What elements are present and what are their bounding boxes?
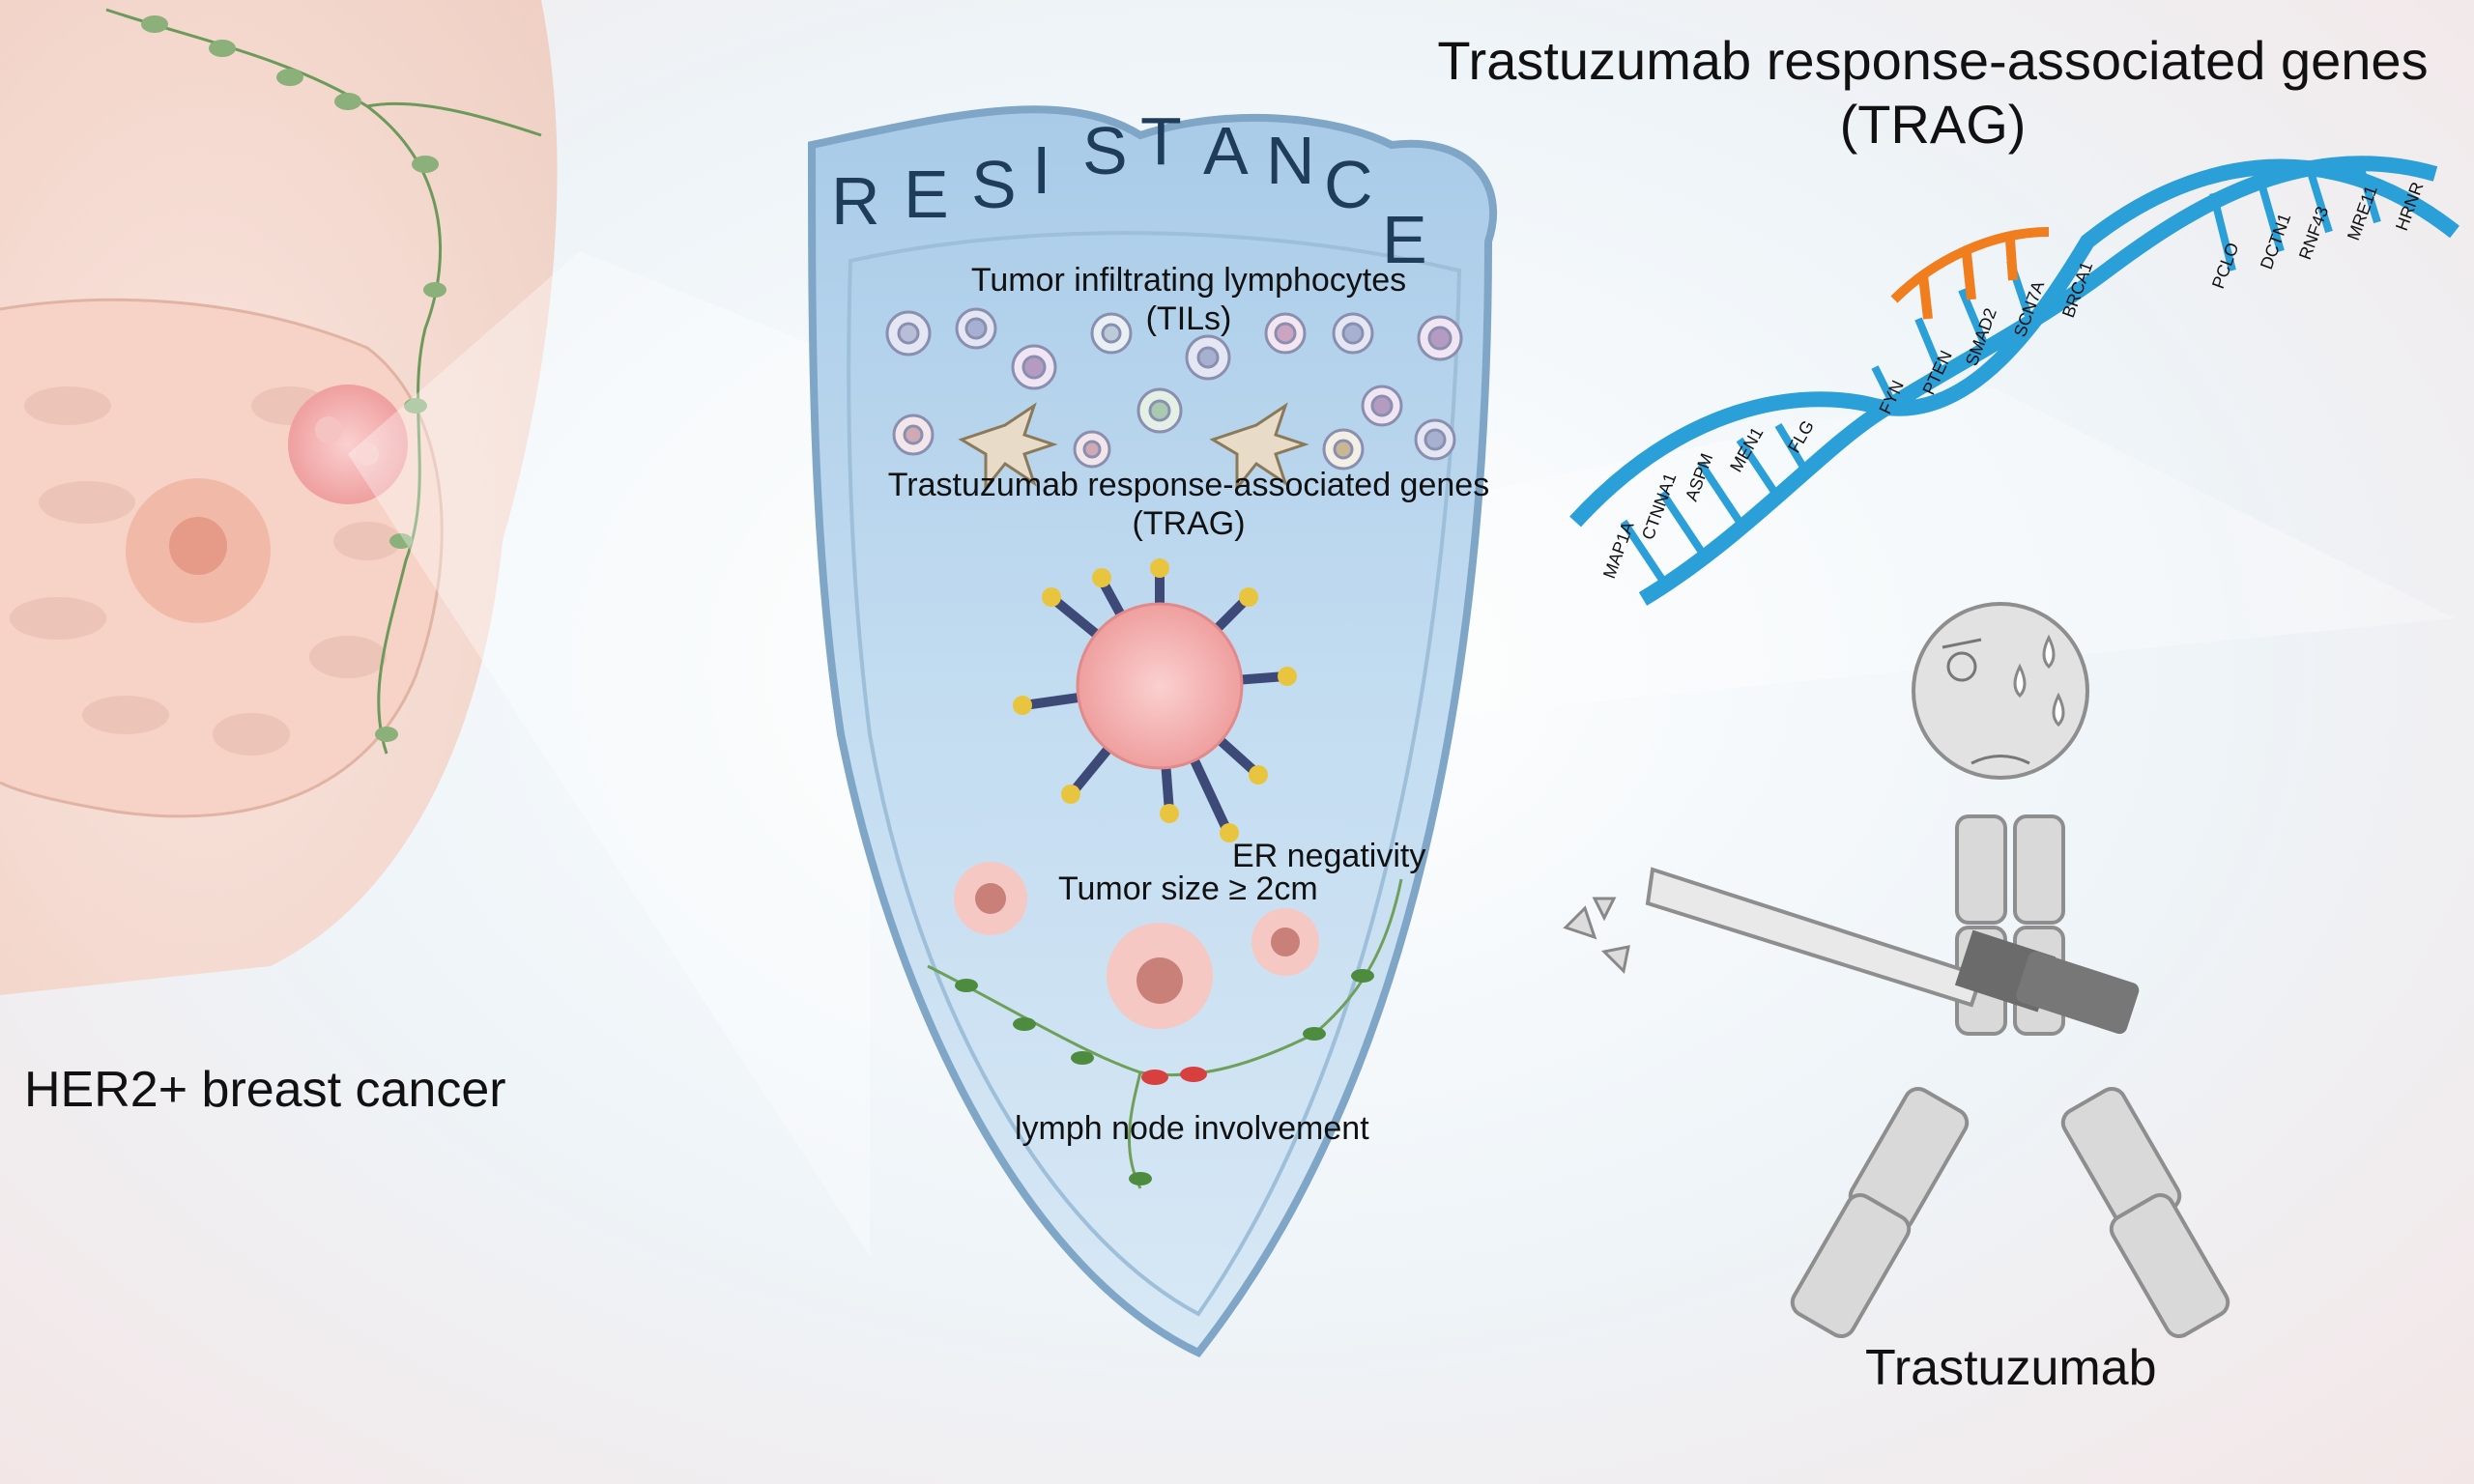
figure-title-line1: Trastuzumab response-associated genes [1437,30,2429,91]
resistance-letter: R [831,163,880,239]
nipple [126,478,271,623]
central-tumor-cell [1076,602,1244,770]
resistance-letter: E [1382,202,1427,277]
resistance-letter: I [1032,132,1050,208]
lymph-node-label: lymph node involvement [1015,1110,1369,1147]
resistance-letter: S [1082,113,1128,188]
mammary-lobes [10,386,401,756]
trag-label-line1: Trastuzumab response-associated genes [887,467,1490,503]
spoke-caps [1013,558,1297,842]
lymphatic-vessels [105,8,542,755]
shield-lymph-nodes [955,969,1374,1185]
trag-label: Trastuzumab response-associated genes (T… [850,466,1527,543]
magnification-beam-left [348,251,870,1256]
antibody-head [1912,602,2089,780]
broken-sword [1563,867,2140,1035]
sword-shards [1563,897,1630,975]
til-cells [885,307,1463,493]
sweat-drops [2013,634,2065,728]
gene-label: PCLO [2208,240,2243,291]
breast-illustration [0,0,558,995]
resistance-letter: T [1140,103,1182,179]
tumor-size-label: Tumor size ≥ 2cm [1058,870,1318,907]
er-negativity-label: ER negativity [1232,838,1426,874]
resistance-letter: E [904,157,949,232]
trastuzumab-label: Trastuzumab [1865,1340,2157,1396]
dna-backbone-b [1638,156,2438,606]
lymph-nodes [141,15,446,742]
trag-tumor-cluster [1013,558,1297,842]
magnification-beam-right [1237,386,2455,734]
tumor-in-breast [288,385,408,504]
resistance-banner: R E S I S T A N C E [831,103,1427,277]
tils-label-line1: Tumor infiltrating lymphocytes [970,262,1407,299]
antibody-face [1942,638,2030,765]
figure-title-line2: (TRAG) [1839,94,2027,155]
resistance-letter: N [1266,123,1315,198]
gene-label: DCTN1 [2257,211,2294,271]
metastasis-cells [954,862,1319,1029]
resistance-letter: C [1324,147,1373,222]
tils-label-line2: (TILs) [1145,300,1232,337]
her2-breast-cancer-label: HER2+ breast cancer [24,1062,506,1118]
trag-label-line2: (TRAG) [1132,505,1246,542]
dna-orange-segment [1890,227,2050,320]
gene-label: RNF43 [2295,204,2332,262]
resistance-letter: A [1203,113,1249,188]
tils-label: Tumor infiltrating lymphocytes (TILs) [899,261,1479,338]
figure-title: Trastuzumab response-associated genes (T… [1401,29,2464,157]
dna-backbone-a [1569,158,2460,528]
resistance-letter: S [971,147,1017,222]
